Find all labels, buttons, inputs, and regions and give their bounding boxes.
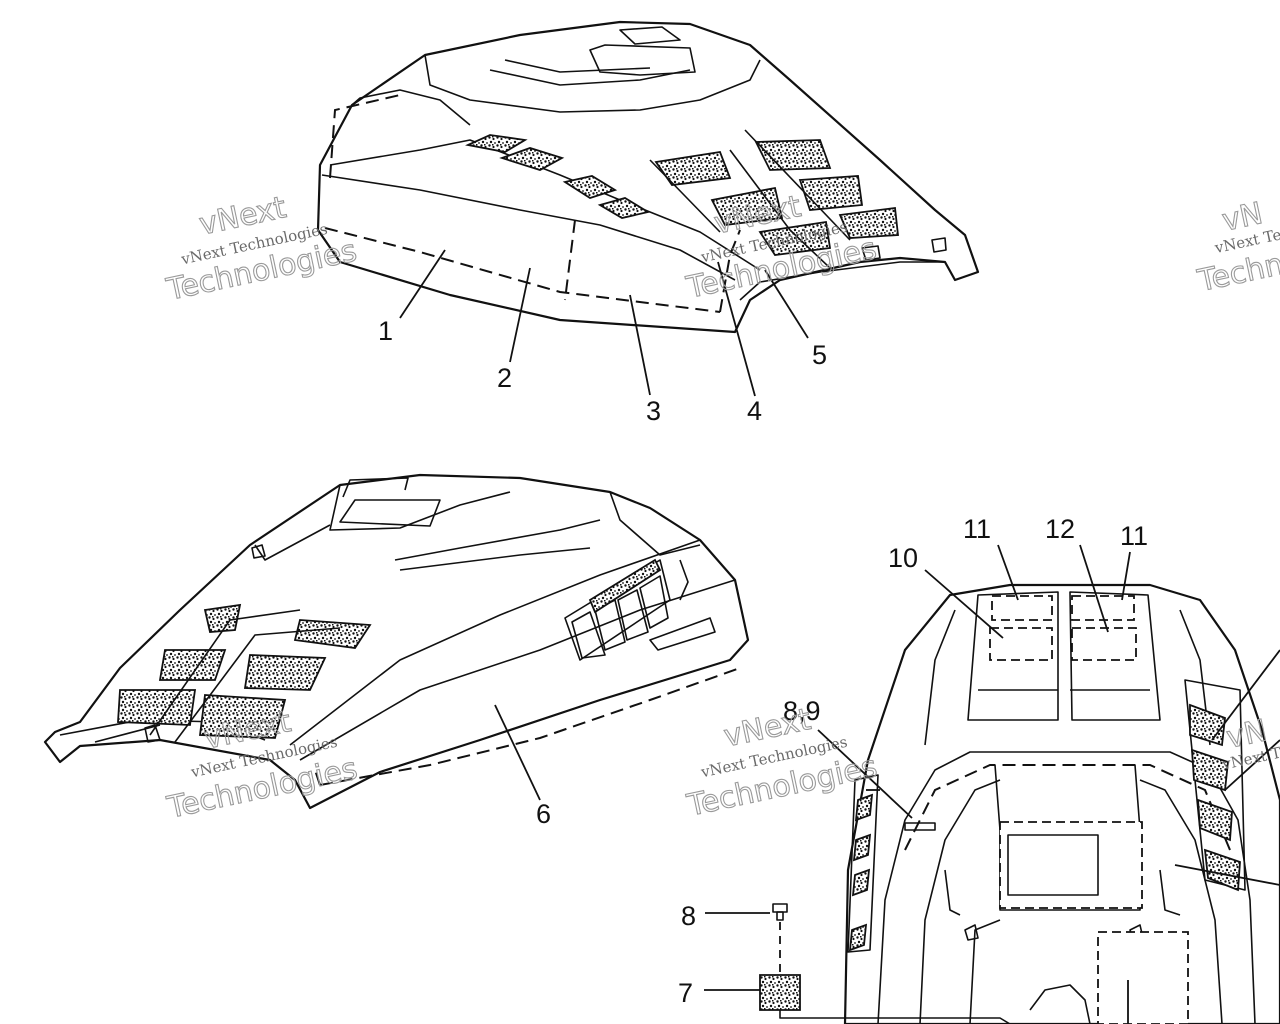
callout-7: 7 (678, 978, 693, 1008)
callout-5: 5 (812, 340, 827, 370)
callout-8: 8 (681, 901, 696, 931)
callout-8-9: 8,9 (783, 696, 821, 726)
leader-6 (494, 704, 541, 801)
hood-side-view (43, 473, 750, 810)
callout-6: 6 (536, 799, 551, 829)
callout-1: 1 (378, 316, 393, 346)
callout-4: 4 (747, 396, 762, 426)
callout-10: 10 (888, 543, 918, 573)
callout-3: 3 (646, 396, 661, 426)
callout-11-left: 11 (963, 514, 991, 544)
watermark-mid-right: vN vNext Te (1220, 713, 1280, 774)
watermark-top-right: vN vNext Te Techn (1194, 196, 1280, 300)
hood-front-view (759, 583, 1280, 1024)
callout-11-right: 11 (1120, 521, 1148, 551)
callout-2: 2 (497, 363, 512, 393)
front-leaders (704, 544, 1280, 1024)
svg-text:Techn: Techn (1194, 247, 1280, 299)
hood-top-view (316, 20, 980, 334)
callout-12: 12 (1045, 514, 1075, 544)
watermark-mid-center: vNext vNext Technologies Technologies (683, 701, 881, 824)
top-leaders (399, 249, 809, 397)
